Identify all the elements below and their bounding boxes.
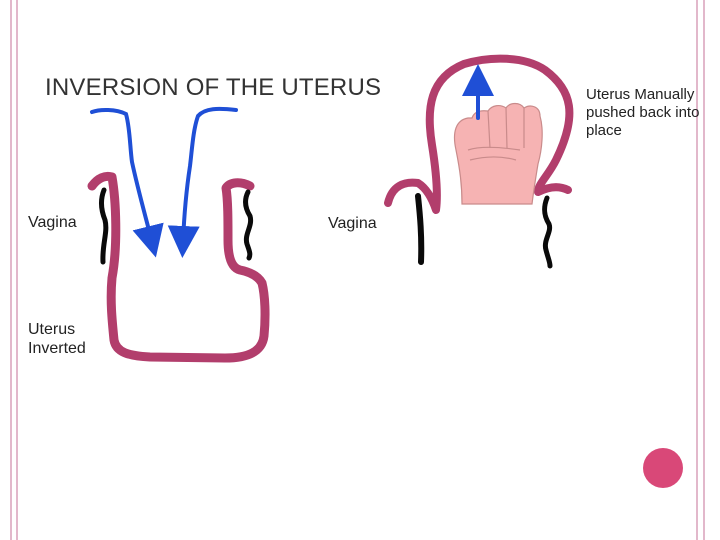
- traction-arrow-left: [90, 107, 164, 258]
- label-vagina-center: Vagina: [328, 215, 377, 232]
- right-vaginal-wall-left: [415, 193, 425, 265]
- inverted-uterus-wall: [87, 171, 270, 363]
- fist-icon: [453, 102, 543, 205]
- slide-border-right: [696, 0, 698, 540]
- slide-border-left: [10, 0, 12, 540]
- label-uterus-manually-pushed: Uterus Manually pushed back into place: [586, 86, 700, 139]
- left-vaginal-wall-left: [99, 187, 109, 265]
- slide-border-left-inner: [16, 0, 18, 540]
- traction-arrow-right: [167, 106, 238, 258]
- right-vaginal-wall-right: [542, 195, 553, 269]
- left-vaginal-wall-right: [243, 189, 254, 261]
- label-vagina-left: Vagina: [28, 214, 77, 231]
- slide-border-right-inner: [703, 0, 705, 540]
- repositioned-uterus-wall: [384, 54, 574, 214]
- slide-title: INVERSION OF THE UTERUS: [45, 74, 382, 101]
- label-uterus-inverted: Uterus Inverted: [28, 321, 86, 358]
- decorative-circle: [643, 448, 683, 488]
